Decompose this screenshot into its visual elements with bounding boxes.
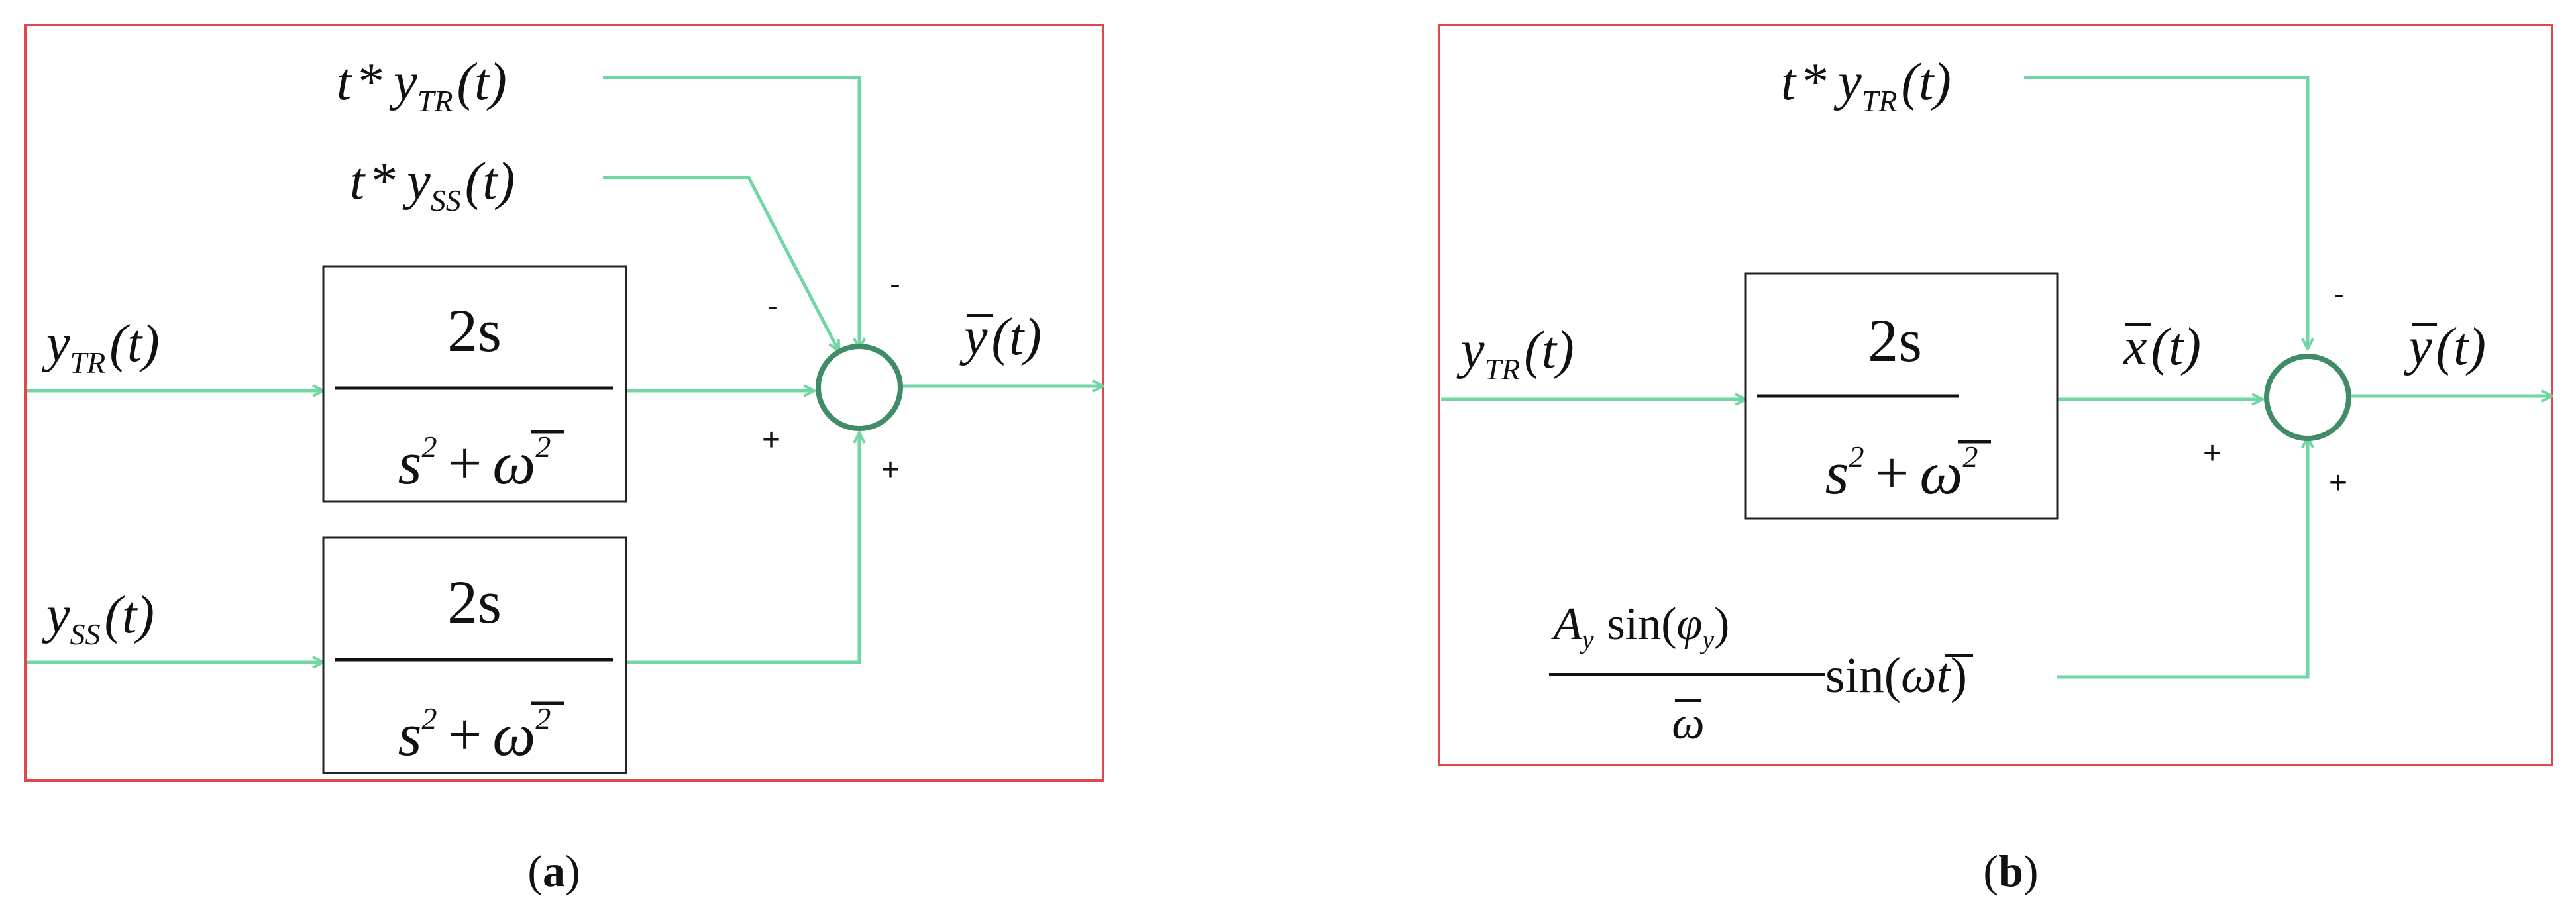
- panel-b-intermediate-label: x(t): [2123, 318, 2201, 376]
- panel-b-signal-lines: [1441, 76, 2552, 679]
- panel-a-line-t-ytr: [603, 76, 859, 349]
- panel-a-block-2-border: [322, 536, 627, 774]
- panel-a-sign-top-left: -: [767, 289, 778, 324]
- panel-b-sign-top: -: [2334, 277, 2344, 312]
- panel-b-sine-denominator: ω: [1672, 698, 1704, 749]
- panel-a-summing-junction: [816, 344, 903, 431]
- panel-b-sine-tail: sin(ωt): [1825, 648, 1967, 703]
- panel-a-transfer-block-1: 2s s2+ω2: [322, 265, 627, 503]
- panel-b-summing-junction: [2264, 354, 2351, 441]
- panel-b-transfer-block: 2s s2+ω2: [1744, 272, 2059, 520]
- panel-a-output-label: y(t): [959, 308, 1042, 366]
- panel-b-sign-left: +: [2203, 436, 2222, 471]
- panel-a-transfer-block-2: 2s s2+ω2: [322, 536, 627, 774]
- panel-a-block-1-denominator: s2+ω2: [398, 429, 551, 497]
- panel-a-block-2-numerator: 2s: [447, 568, 502, 636]
- panel-b-output-label: y(t): [2404, 318, 2486, 376]
- panel-a-label-yss: ySS(t): [42, 586, 154, 651]
- panel-b-caption: (b): [1983, 846, 2038, 896]
- panel-a-block-1-border: [322, 265, 627, 503]
- panel-a-signal-lines: [27, 76, 1103, 664]
- panel-b-block-numerator: 2s: [1868, 307, 1922, 374]
- panel-b-label-ytr: yTR(t): [1456, 321, 1574, 386]
- panel-b-line-t-ytr: [2024, 76, 2308, 349]
- panel-a-block-1-numerator: 2s: [447, 297, 502, 364]
- panel-a-block-2-denominator: s2+ω2: [398, 701, 551, 768]
- panel-a-label-t-ytr: t*yTR(t): [337, 53, 507, 118]
- panel-b-label-t-ytr: t*yTR(t): [1781, 53, 1951, 118]
- panel-a-line-t-yss: [603, 176, 841, 351]
- panel-b-line-sine-term: [2057, 437, 2308, 679]
- panel-a: t*yTR(t) t*ySS(t) yTR(t) ySS(t) 2s s2+ω2…: [24, 24, 1104, 896]
- panel-a-sign-top-right: -: [890, 267, 900, 302]
- panel-a-line-block2-out: [626, 432, 859, 664]
- panel-a-label-t-yss: t*ySS(t): [350, 152, 515, 217]
- panel-a-label-ytr: yTR(t): [42, 315, 160, 379]
- panel-b-sign-bottom: +: [2329, 466, 2347, 501]
- panel-a-frame: [24, 24, 1104, 782]
- panel-a-sign-bottom: +: [881, 452, 900, 487]
- panel-a-caption: (a): [527, 846, 580, 896]
- panel-a-sign-left: +: [762, 423, 780, 458]
- panel-b-block-denominator: s2+ω2: [1825, 439, 1978, 507]
